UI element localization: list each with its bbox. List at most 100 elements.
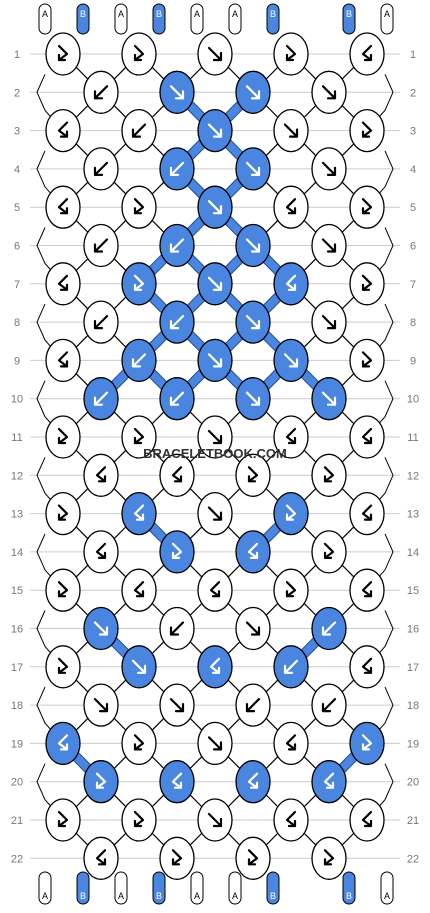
knot bbox=[83, 760, 119, 804]
row-label-right: 20 bbox=[407, 777, 419, 789]
knot bbox=[121, 108, 157, 153]
string-end bbox=[342, 3, 356, 35]
knot-oval bbox=[273, 185, 309, 229]
knot-arrow-icon bbox=[245, 161, 261, 176]
knot bbox=[159, 683, 195, 727]
knot-arrow-icon bbox=[247, 466, 259, 483]
knot-arrow-icon bbox=[361, 121, 373, 138]
knot-arrow-icon bbox=[133, 198, 145, 215]
knot bbox=[121, 491, 157, 536]
knot bbox=[45, 262, 81, 306]
knot bbox=[235, 530, 271, 574]
knot-oval bbox=[159, 836, 195, 880]
knot bbox=[235, 223, 271, 268]
knot-arrow-icon bbox=[361, 581, 373, 598]
row-label-left: 12 bbox=[11, 470, 23, 482]
row-label-left: 22 bbox=[11, 853, 23, 865]
knot-arrow-icon bbox=[57, 44, 69, 62]
knot-arrow-icon bbox=[207, 200, 223, 215]
knot-arrow-icon bbox=[361, 198, 373, 215]
knot-arrow-icon bbox=[321, 391, 337, 406]
knot bbox=[83, 300, 119, 344]
knot-arrow-icon bbox=[245, 315, 261, 330]
row-label-left: 20 bbox=[11, 777, 23, 789]
knot bbox=[197, 645, 233, 689]
knot-oval bbox=[273, 798, 309, 842]
knot-arrow-icon bbox=[209, 581, 221, 598]
knot bbox=[273, 185, 309, 229]
knot-oval bbox=[349, 338, 385, 383]
knot bbox=[45, 108, 81, 153]
row-label-left: 4 bbox=[14, 164, 20, 176]
knot bbox=[159, 223, 195, 268]
string-end-label: A bbox=[42, 891, 48, 901]
knot bbox=[235, 147, 271, 191]
knot bbox=[311, 300, 347, 344]
row-label-right: 10 bbox=[407, 394, 419, 406]
knot-oval bbox=[235, 530, 271, 574]
knot-arrow-icon bbox=[169, 161, 185, 176]
knot bbox=[311, 377, 347, 421]
knot bbox=[159, 760, 195, 804]
knot bbox=[311, 453, 347, 497]
knot-arrow-icon bbox=[245, 621, 261, 636]
knot-oval bbox=[83, 836, 119, 880]
knot-arrow-icon bbox=[247, 772, 259, 789]
knot-arrow-icon bbox=[207, 429, 223, 445]
string-end-label: B bbox=[156, 891, 162, 901]
knot-arrow-icon bbox=[133, 274, 145, 291]
knot bbox=[159, 453, 195, 497]
knot bbox=[349, 491, 385, 536]
string-end bbox=[152, 871, 166, 905]
knot-oval bbox=[45, 721, 81, 766]
string-end bbox=[380, 871, 394, 905]
knot-arrow-icon bbox=[361, 44, 373, 62]
knot-arrow-icon bbox=[57, 657, 69, 674]
string-end-label: B bbox=[270, 9, 276, 19]
knot bbox=[197, 798, 233, 842]
knot-arrow-icon bbox=[169, 621, 185, 636]
string-end bbox=[342, 871, 356, 905]
knot-oval bbox=[273, 568, 309, 612]
knot bbox=[83, 377, 119, 421]
knot-oval bbox=[311, 453, 347, 497]
knot-arrow-icon bbox=[57, 810, 69, 828]
knot-arrow-icon bbox=[361, 504, 373, 521]
string-end bbox=[38, 871, 52, 905]
knot bbox=[349, 568, 385, 612]
string-end-label: A bbox=[384, 9, 390, 19]
knot-arrow-icon bbox=[133, 734, 145, 751]
knot bbox=[121, 262, 157, 306]
string-end bbox=[380, 3, 394, 35]
string-end bbox=[76, 3, 90, 35]
knot-arrow-icon bbox=[93, 161, 109, 176]
knot bbox=[121, 798, 157, 842]
row-label-right: 5 bbox=[410, 202, 416, 214]
knot-oval bbox=[121, 568, 157, 612]
row-label-left: 2 bbox=[14, 87, 20, 99]
knot-oval bbox=[273, 262, 309, 306]
knot-arrow-icon bbox=[93, 85, 109, 100]
knot bbox=[273, 32, 309, 76]
knot-arrow-icon bbox=[361, 734, 373, 751]
string-end bbox=[114, 871, 128, 905]
knot-oval bbox=[235, 760, 271, 804]
knot bbox=[235, 453, 271, 497]
knot-arrow-icon bbox=[285, 427, 297, 445]
knot-oval bbox=[45, 108, 81, 153]
string-end bbox=[76, 871, 90, 905]
knot-oval bbox=[121, 491, 157, 536]
row-label-right: 16 bbox=[407, 624, 419, 636]
knot-arrow-icon bbox=[93, 621, 109, 636]
knot bbox=[197, 415, 233, 459]
string-end-label: B bbox=[346, 9, 352, 19]
string-end-label: A bbox=[384, 891, 390, 901]
knot-arrow-icon bbox=[285, 274, 297, 291]
knot bbox=[197, 338, 233, 383]
knot-oval bbox=[159, 530, 195, 574]
knot-oval bbox=[273, 491, 309, 536]
knot-arrow-icon bbox=[207, 123, 223, 138]
string-end-label: B bbox=[346, 891, 352, 901]
knot bbox=[45, 645, 81, 689]
